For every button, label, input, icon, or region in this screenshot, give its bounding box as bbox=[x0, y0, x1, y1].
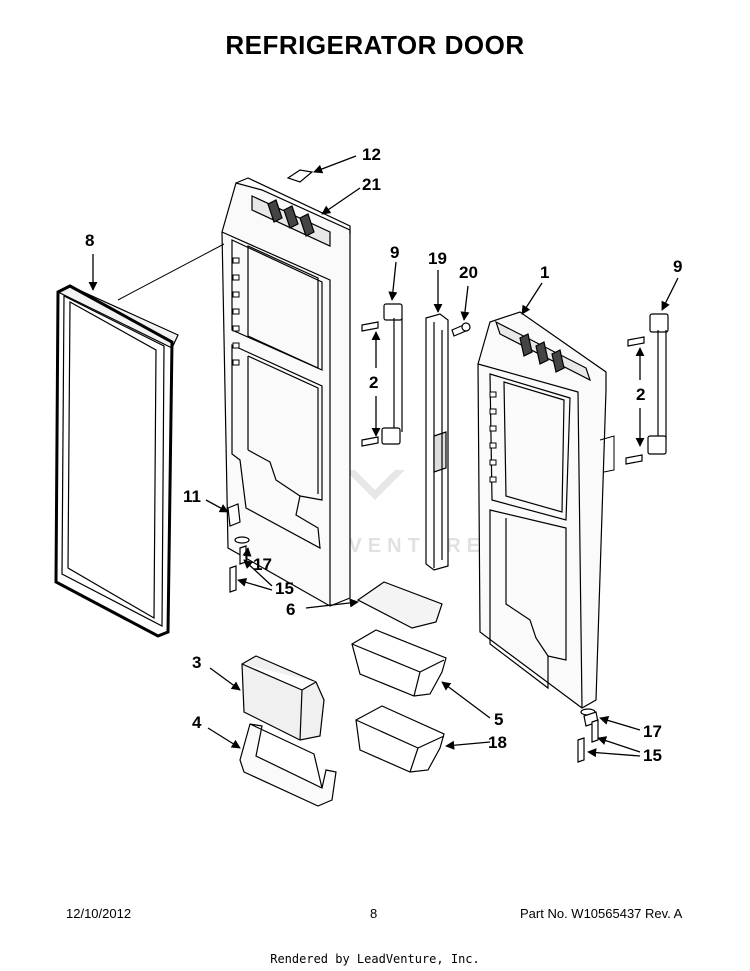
right-lower-hinge-hardware bbox=[577, 708, 599, 763]
footer-date: 12/10/2012 bbox=[66, 906, 132, 921]
door-gasket bbox=[54, 284, 179, 638]
callout-1: 1 bbox=[540, 263, 549, 282]
callout-4: 4 bbox=[192, 713, 202, 732]
screw-20 bbox=[451, 322, 471, 337]
callout-9-left: 9 bbox=[390, 243, 399, 262]
left-door-bin-slots bbox=[232, 257, 240, 366]
callout-2-right: 2 bbox=[636, 385, 645, 404]
callout-3: 3 bbox=[192, 653, 201, 672]
left-door-handle bbox=[361, 303, 403, 447]
callout-11: 11 bbox=[183, 487, 201, 506]
callout-15-left: 15 bbox=[275, 579, 294, 598]
callout-labels: 12 21 8 9 19 20 1 9 2 2 11 17 15 6 3 4 5… bbox=[85, 145, 682, 765]
callout-21: 21 bbox=[362, 175, 381, 194]
door-bin-lower bbox=[355, 705, 445, 773]
callout-18: 18 bbox=[488, 733, 507, 752]
callout-17-left: 17 bbox=[253, 555, 272, 574]
left-door-liner bbox=[221, 177, 351, 607]
right-door-handle bbox=[625, 313, 669, 465]
dairy-door bbox=[356, 581, 443, 629]
assembly-leader-lines bbox=[117, 243, 615, 473]
footer-page-number: 8 bbox=[370, 906, 378, 921]
callout-2-left: 2 bbox=[369, 373, 378, 392]
bin-frame bbox=[239, 723, 337, 807]
callout-19: 19 bbox=[428, 249, 447, 268]
diagram-title: REFRIGERATOR DOOR bbox=[225, 30, 525, 60]
callout-arrows bbox=[88, 155, 679, 758]
callout-8: 8 bbox=[85, 231, 94, 250]
callout-20: 20 bbox=[459, 263, 478, 282]
callout-17-right: 17 bbox=[643, 722, 662, 741]
door-flipper-mullion bbox=[425, 313, 449, 571]
callout-5: 5 bbox=[494, 710, 503, 729]
door-bin-upper bbox=[351, 629, 447, 697]
footer-part-number: Part No. W10565437 Rev. A bbox=[520, 906, 683, 921]
right-door-liner bbox=[477, 311, 607, 709]
render-credit: Rendered by LeadVenture, Inc. bbox=[270, 952, 480, 966]
door-cap-lens bbox=[286, 169, 314, 183]
callout-15-right: 15 bbox=[643, 746, 662, 765]
callout-12: 12 bbox=[362, 145, 381, 164]
dispenser-cover bbox=[241, 655, 325, 741]
right-door-bin-slots bbox=[489, 391, 497, 483]
callout-9-right: 9 bbox=[673, 257, 682, 276]
callout-6: 6 bbox=[286, 600, 295, 619]
